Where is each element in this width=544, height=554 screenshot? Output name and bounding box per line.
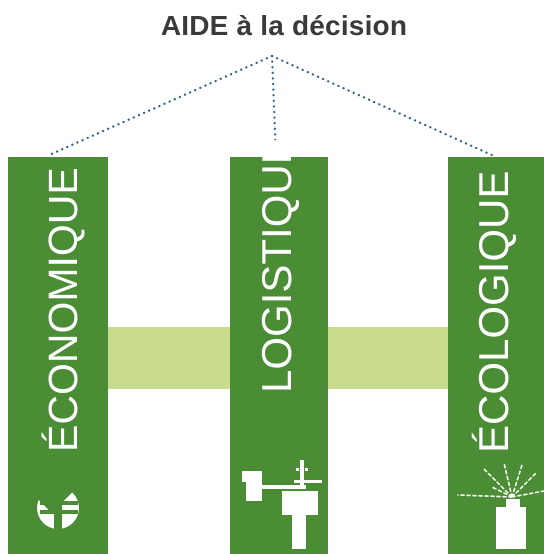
- connector-logistique: [270, 54, 278, 158]
- pillar-ecologique: ÉCOLOGIQUE: [448, 157, 544, 554]
- sprinkler-icon: [457, 462, 544, 549]
- pillar-label-logistique: LOGISTIQUE: [253, 136, 300, 393]
- diagram-title: AIDE à la décision: [160, 10, 408, 41]
- weather-station-icon: [242, 457, 322, 549]
- pillar-economique: ÉCONOMIQUE: [8, 157, 108, 554]
- link-band-left: [108, 327, 230, 389]
- link-band-right: [328, 327, 448, 389]
- euro-icon: [31, 477, 79, 537]
- connector-ecologique: [270, 54, 496, 158]
- pillar-label-ecologique: ÉCOLOGIQUE: [470, 170, 517, 453]
- pillar-logistique: LOGISTIQUE: [230, 136, 328, 554]
- connector-economique: [45, 54, 274, 158]
- pillar-label-economique: ÉCONOMIQUE: [40, 167, 86, 452]
